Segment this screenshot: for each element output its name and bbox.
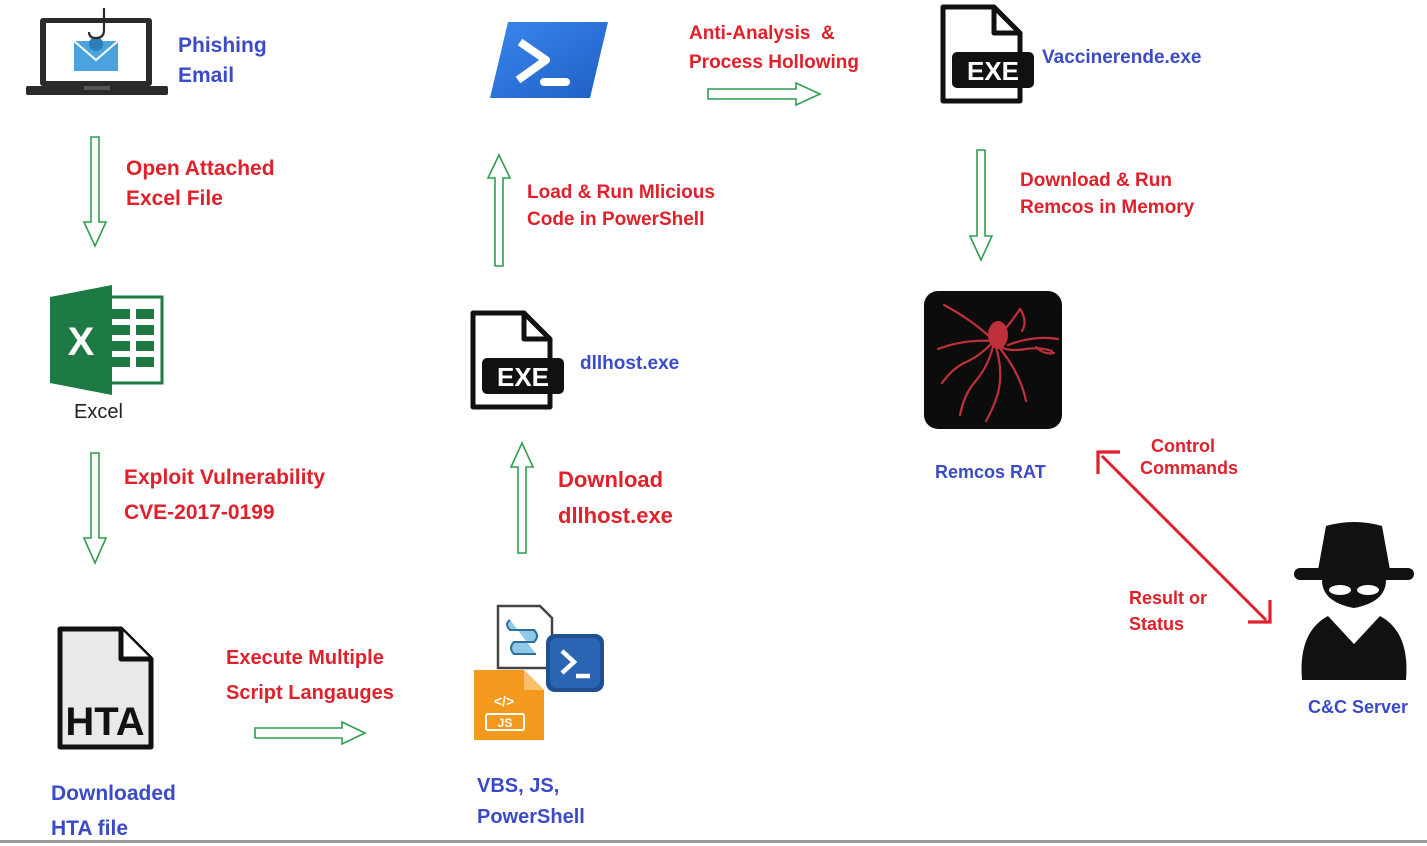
arrow-down-open-excel — [82, 136, 108, 248]
bottom-divider — [0, 840, 1427, 843]
vbs-script-icon — [496, 604, 554, 670]
excel-label: Excel — [74, 401, 123, 423]
spy-hacker-icon — [1294, 522, 1414, 680]
vaccinerende-badge: EXE — [967, 56, 1019, 86]
scripts-label-2: PowerShell — [477, 806, 585, 828]
cnc-double-arrow — [1096, 450, 1272, 624]
scripts-icon: </> JS — [474, 604, 604, 740]
svg-text:X: X — [68, 320, 95, 364]
arrow-up-load-run — [486, 153, 512, 267]
hta-file-icon: HTA — [57, 626, 154, 750]
control-label-1: Control — [1151, 436, 1215, 456]
svg-text:</>: </> — [494, 693, 514, 709]
hta-label-2: HTA file — [51, 817, 128, 840]
js-file-icon: </> JS — [474, 670, 544, 740]
result-label-2: Status — [1129, 614, 1185, 634]
arrow-up-download — [509, 441, 535, 554]
anti-analysis-label-2: Process Hollowing — [689, 52, 859, 73]
anti-analysis-label-1: Anti-Analysis & — [689, 23, 835, 44]
dllhost-exe-icon: EXE — [470, 310, 564, 410]
remcos-label: Remcos RAT — [935, 462, 1046, 482]
phishing-email-label-2: Email — [178, 64, 235, 87]
powershell-icon — [490, 22, 608, 98]
scripts-label-1: VBS, JS, — [477, 775, 560, 797]
execute-scripts-label-2: Script Langauges — [226, 682, 394, 704]
control-label-2: Commands — [1140, 458, 1239, 478]
phishing-email-label-1: Phishing — [178, 34, 267, 57]
remcos-logo-icon — [924, 291, 1062, 429]
arrow-down-exploit — [82, 452, 108, 565]
load-run-label-1: Load & Run Mlicious — [527, 182, 715, 203]
arrow-down-download-remcos — [968, 149, 994, 262]
download-dll-label-1: Download — [558, 467, 664, 492]
cnc-label: C&C Server — [1308, 697, 1409, 717]
open-excel-label-2: Excel File — [126, 187, 223, 210]
download-remcos-label-2: Remcos in Memory — [1020, 197, 1195, 218]
laptop-email-icon — [26, 8, 168, 95]
hta-badge: HTA — [65, 700, 144, 744]
open-excel-label-1: Open Attached — [126, 157, 275, 180]
hta-label-1: Downloaded — [51, 782, 176, 805]
powershell-small-icon — [546, 634, 604, 692]
result-label-1: Result or — [1129, 588, 1208, 608]
download-remcos-label-1: Download & Run — [1020, 170, 1172, 191]
arrow-right-anti-analysis — [707, 81, 822, 107]
vaccinerende-label: Vaccinerende.exe — [1042, 47, 1202, 68]
download-dll-label-2: dllhost.exe — [558, 503, 673, 528]
arrow-right-execute — [254, 720, 367, 746]
exploit-label-2: CVE-2017-0199 — [124, 501, 275, 524]
dllhost-badge: EXE — [497, 362, 549, 392]
execute-scripts-label-1: Execute Multiple — [226, 647, 384, 669]
load-run-label-2: Code in PowerShell — [527, 209, 705, 230]
dllhost-label: dllhost.exe — [580, 353, 680, 374]
excel-icon: X — [50, 285, 164, 395]
vaccinerende-exe-icon: EXE — [940, 4, 1034, 104]
js-badge: JS — [498, 716, 513, 730]
exploit-label-1: Exploit Vulnerability — [124, 466, 326, 489]
